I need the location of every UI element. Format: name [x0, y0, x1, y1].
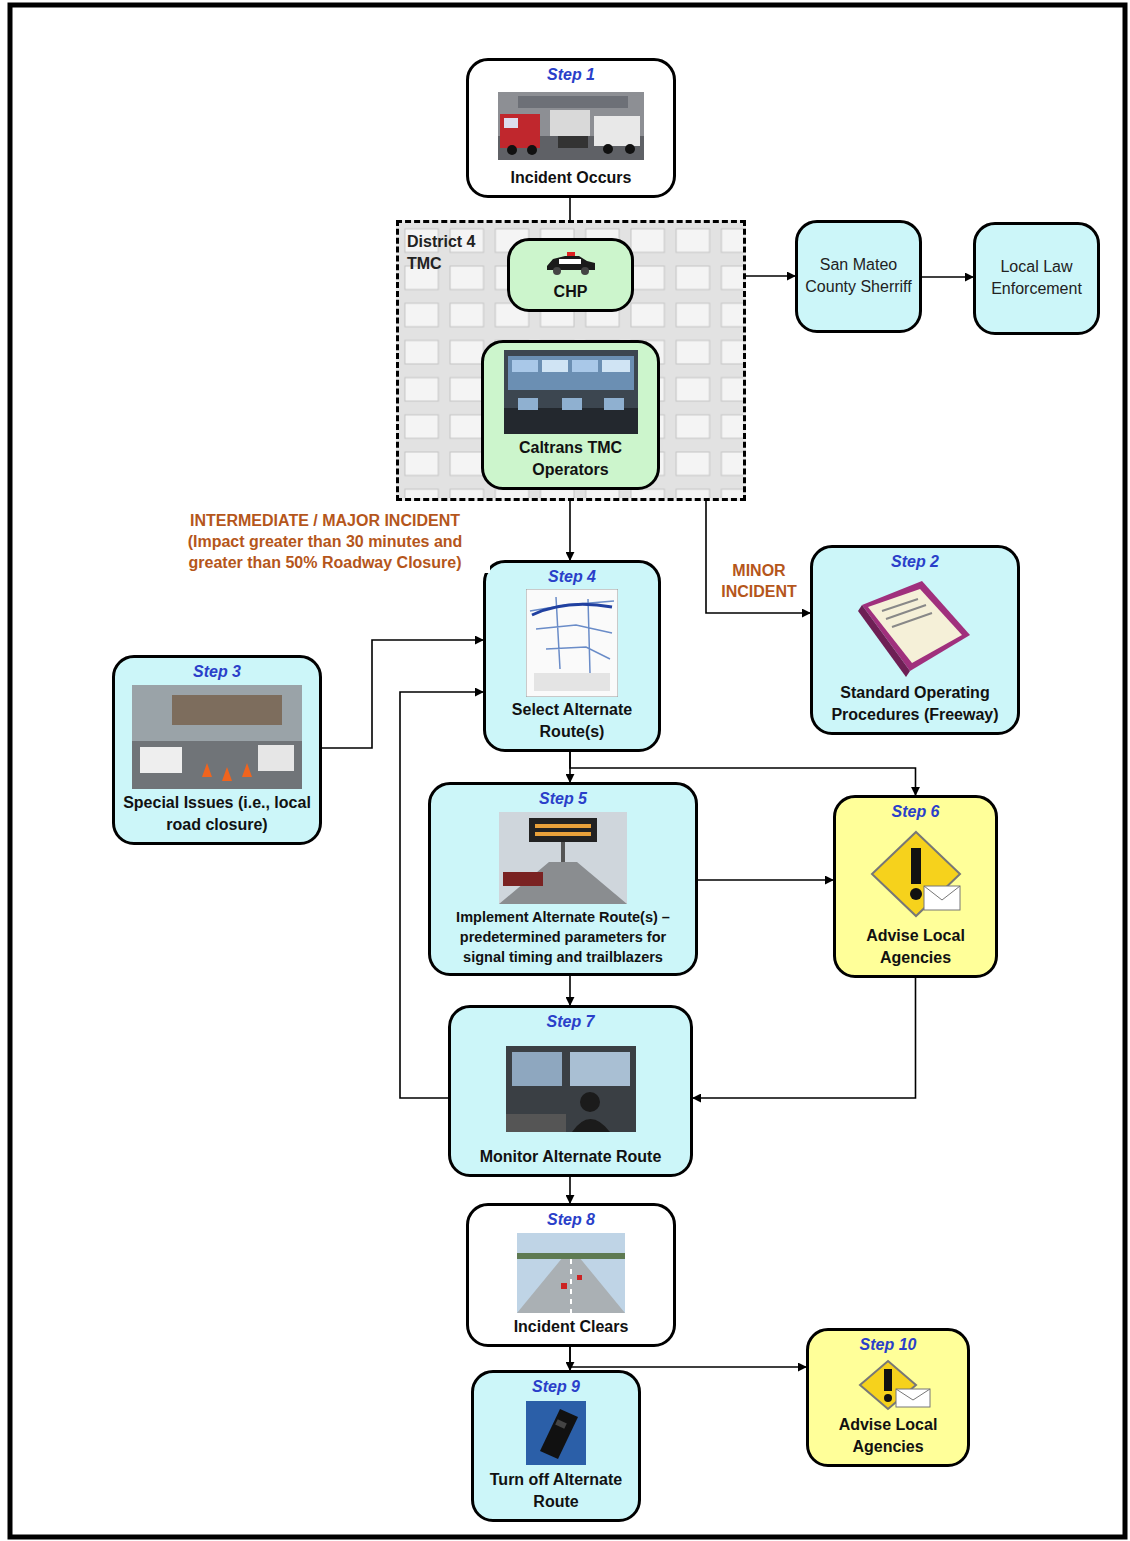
process-box: CHP	[507, 238, 634, 312]
box-text: San Mateo County Sherriff	[804, 254, 913, 298]
picture-area	[457, 1032, 684, 1146]
process-box: Step 5 Implement Alternate Route(s) – pr…	[428, 782, 698, 976]
box-text: Standard Operating Procedures (Freeway)	[819, 682, 1011, 726]
box-text: Select Alternate Route(s)	[492, 699, 652, 743]
picture-area	[475, 1230, 667, 1316]
step-number: Step 7	[457, 1012, 684, 1032]
process-box: Step 9 Turn off Alternate Route	[471, 1370, 641, 1522]
picture-area	[475, 85, 667, 167]
picture-area	[819, 572, 1011, 682]
step-number: Step 3	[121, 662, 313, 682]
box-text: Advise Local Agencies	[815, 1414, 961, 1458]
group-label: District 4 TMC	[407, 231, 499, 275]
picture-area	[121, 682, 313, 792]
step-number: Step 10	[815, 1335, 961, 1355]
connector-arrow	[922, 276, 973, 278]
connector-arrow	[706, 501, 810, 613]
step-number: Step 1	[475, 65, 667, 85]
step-number: Step 4	[492, 567, 652, 587]
box-text: Local Law Enforcement	[982, 256, 1091, 300]
connector-arrow	[569, 976, 571, 1005]
alert-sign-icon	[866, 828, 966, 920]
operator-photo	[506, 1046, 636, 1132]
edge-label: MINOR INCIDENT	[712, 560, 806, 602]
step-number: Step 5	[437, 789, 689, 809]
patrol-car-icon	[543, 250, 599, 276]
agency-box: Local Law Enforcement	[973, 222, 1100, 335]
process-box: Step 1 Incident Occurs	[466, 58, 676, 198]
process-box: Step 8 Incident Clears	[466, 1203, 676, 1347]
clear-highway-photo	[517, 1233, 625, 1313]
picture-area	[492, 587, 652, 699]
picture-area	[842, 822, 989, 925]
process-box: Step 7 Monitor Alternate Route	[448, 1005, 693, 1177]
connector-arrow	[569, 501, 571, 560]
box-text: Special Issues (i.e., local road closure…	[121, 792, 313, 836]
box-text: Implement Alternate Route(s) – predeterm…	[437, 907, 689, 967]
remote-control-icon	[526, 1401, 586, 1465]
tmc-group-box: District 4 TMC CHP Caltrans TMC Operator…	[396, 220, 746, 501]
process-box: Step 10 Advise Local Agencies	[806, 1328, 970, 1467]
picture-area	[815, 1355, 961, 1414]
process-box: Step 4 Select Alternate Route(s)	[483, 560, 661, 752]
connector-arrow	[569, 1177, 571, 1203]
connector-arrow	[693, 978, 916, 1098]
road-closure-photo	[132, 685, 302, 789]
process-box: Step 2 Standard Operating Procedures (Fr…	[810, 545, 1020, 735]
connector-arrow	[746, 275, 795, 277]
connector-arrow	[698, 879, 833, 881]
incident-photo	[498, 92, 644, 160]
message-sign-photo	[499, 812, 627, 904]
picture-area	[437, 809, 689, 907]
agency-box: San Mateo County Sherriff	[795, 220, 922, 333]
connector-arrow	[322, 640, 483, 748]
process-box: Caltrans TMC Operators	[481, 340, 660, 490]
box-text: Caltrans TMC Operators	[490, 437, 651, 481]
box-text: Incident Clears	[475, 1316, 667, 1338]
process-box: Step 3 Special Issues (i.e., local road …	[112, 655, 322, 845]
box-text: CHP	[516, 281, 625, 303]
step-number: Step 8	[475, 1210, 667, 1230]
box-text: Turn off Alternate Route	[480, 1469, 632, 1513]
route-map	[526, 589, 618, 697]
process-box: Step 6 Advise Local Agencies	[833, 795, 998, 978]
connector-arrow	[570, 1347, 806, 1367]
picture-area	[480, 1397, 632, 1469]
box-text: Monitor Alternate Route	[457, 1146, 684, 1168]
box-text: Incident Occurs	[475, 167, 667, 189]
step-number: Step 6	[842, 802, 989, 822]
control-room-photo	[504, 350, 638, 434]
box-text: Advise Local Agencies	[842, 925, 989, 969]
frame-border	[10, 5, 1125, 1537]
step-number: Step 2	[819, 552, 1011, 572]
step-number: Step 9	[480, 1377, 632, 1397]
edge-label: INTERMEDIATE / MAJOR INCIDENT (Impact gr…	[160, 510, 490, 573]
picture-area	[490, 347, 651, 437]
alert-sign-icon	[840, 1359, 936, 1411]
binder-icon	[852, 575, 978, 679]
picture-area	[516, 245, 625, 281]
